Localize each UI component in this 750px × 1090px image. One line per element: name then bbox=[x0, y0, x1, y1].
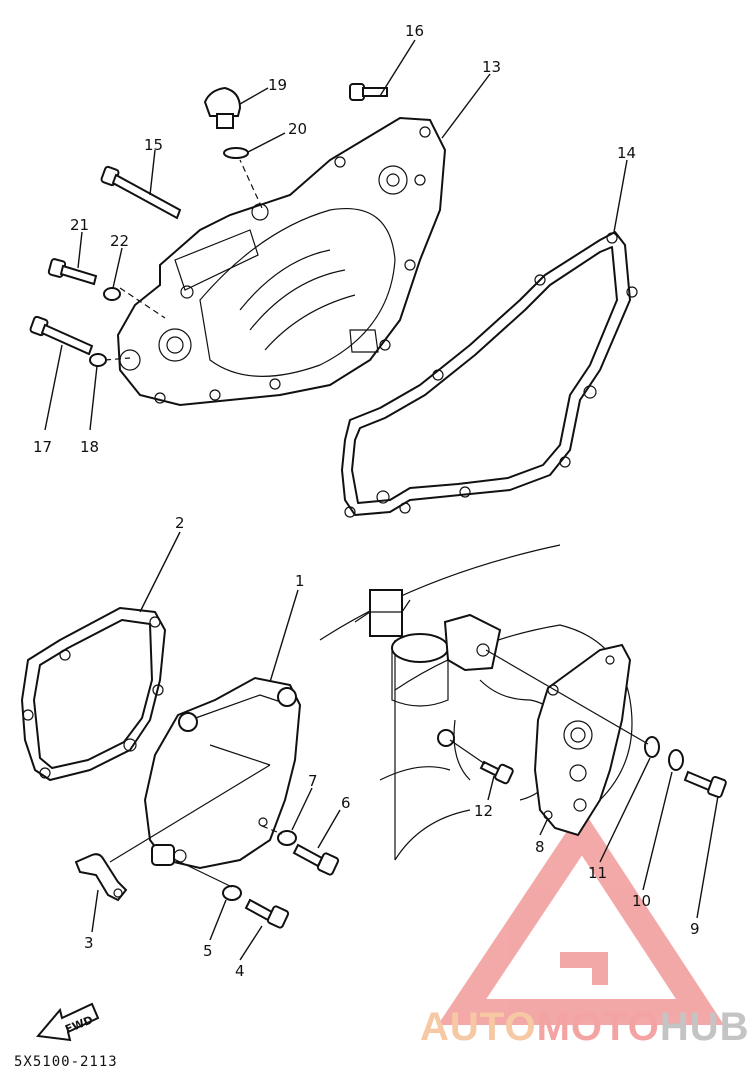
bolt-15 bbox=[100, 165, 182, 220]
bolt-12 bbox=[479, 760, 514, 785]
callout-9: 9 bbox=[690, 920, 700, 938]
callout-1: 1 bbox=[295, 572, 305, 590]
callout-7: 7 bbox=[308, 772, 318, 790]
watermark-moto: MOTO bbox=[537, 1005, 660, 1049]
callout-8: 8 bbox=[535, 838, 545, 856]
drawing-code: 5X5100-2113 bbox=[14, 1054, 118, 1070]
callout-14: 14 bbox=[617, 144, 636, 162]
washer-18 bbox=[89, 353, 107, 367]
callout-21: 21 bbox=[70, 216, 89, 234]
gasket-14 bbox=[341, 231, 638, 518]
washer-7 bbox=[277, 830, 297, 846]
callout-17: 17 bbox=[33, 438, 52, 456]
callout-16: 16 bbox=[405, 22, 424, 40]
callout-10: 10 bbox=[632, 892, 651, 910]
watermark-auto: AUTO bbox=[420, 1005, 537, 1049]
engine-outline bbox=[319, 544, 633, 861]
callout-3: 3 bbox=[84, 934, 94, 952]
callout-5: 5 bbox=[203, 942, 213, 960]
callout-4: 4 bbox=[235, 962, 245, 980]
watermark-logo bbox=[437, 808, 725, 1025]
watermark-text: AUTOMOTOHUB bbox=[420, 1005, 750, 1049]
clamp-3 bbox=[74, 853, 128, 902]
callout-15: 15 bbox=[144, 136, 163, 154]
bolt-9 bbox=[683, 770, 727, 799]
callout-13: 13 bbox=[482, 58, 501, 76]
callout-20: 20 bbox=[288, 120, 307, 138]
watermark-hub: HUB bbox=[660, 1005, 750, 1049]
callout-2: 2 bbox=[175, 514, 185, 532]
bolt-21 bbox=[47, 258, 98, 286]
callout-11: 11 bbox=[588, 864, 607, 882]
callout-6: 6 bbox=[341, 794, 351, 812]
fwd-arrow: FWD bbox=[36, 1002, 100, 1042]
callout-18: 18 bbox=[80, 438, 99, 456]
clutch-cover bbox=[116, 116, 447, 407]
water-pump-cover-8 bbox=[533, 643, 632, 837]
callout-numbers: 1 2 3 4 5 6 7 8 9 10 11 12 13 14 15 16 1… bbox=[33, 22, 700, 980]
bolt-6 bbox=[292, 843, 340, 876]
callout-19: 19 bbox=[268, 76, 287, 94]
washer-10 bbox=[668, 749, 684, 771]
washer-11 bbox=[644, 736, 660, 758]
washer-22 bbox=[103, 287, 121, 301]
leader-lines bbox=[44, 39, 719, 961]
watermark-triangle bbox=[437, 808, 725, 1025]
bolt-4 bbox=[244, 898, 290, 929]
o-ring-20 bbox=[223, 147, 249, 159]
oil-filler-plug-19 bbox=[203, 86, 242, 129]
callout-22: 22 bbox=[110, 232, 129, 250]
svg-text:AUTOMOTOHUB: AUTOMOTOHUB bbox=[420, 1005, 750, 1049]
washer-5 bbox=[222, 885, 242, 901]
bolt-16 bbox=[349, 83, 388, 101]
bolt-17 bbox=[29, 315, 94, 356]
gasket-2 bbox=[21, 607, 166, 781]
callout-12: 12 bbox=[474, 802, 493, 820]
crankcase-cover-1 bbox=[143, 676, 302, 870]
